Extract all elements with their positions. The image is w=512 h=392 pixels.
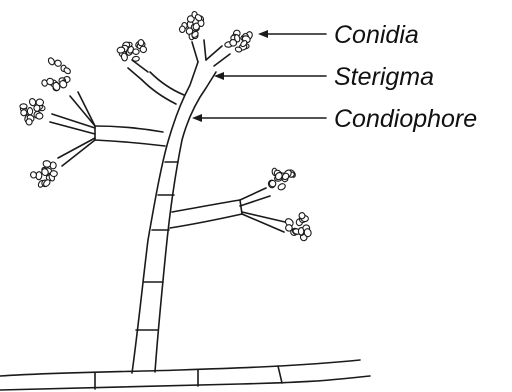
conidium-spore xyxy=(121,53,128,62)
label-arrows xyxy=(192,30,326,122)
conidium-spore xyxy=(299,212,306,219)
conidium-spore xyxy=(36,112,44,119)
conidium-spore xyxy=(50,171,57,177)
label-conidia: Conidia xyxy=(334,21,419,49)
conidiophore-arrow-head xyxy=(192,114,202,122)
conidium-spore xyxy=(298,228,304,236)
conidia-cluster xyxy=(224,29,253,53)
conidia-cluster xyxy=(284,212,312,242)
conidium-spore xyxy=(138,39,144,46)
conidia-cluster xyxy=(19,98,45,126)
conidium-spore xyxy=(285,224,292,231)
conidium-spore xyxy=(179,26,186,33)
conidium-spore xyxy=(277,183,286,192)
conidia-clusters xyxy=(19,11,312,242)
conidia-cluster xyxy=(41,57,71,92)
conidium-spore xyxy=(30,171,37,178)
label-conidiophore: Condiophore xyxy=(334,105,477,133)
conidia-cluster xyxy=(117,39,148,61)
conidium-spore xyxy=(20,104,27,109)
conidiophore-stalk xyxy=(132,62,216,373)
conidium-spore xyxy=(36,99,44,106)
conidium-spore xyxy=(132,56,139,62)
label-sterigma: Sterigma xyxy=(334,63,434,91)
conidium-spore xyxy=(117,47,125,54)
side-branches xyxy=(95,72,242,228)
conidium-spore xyxy=(27,107,33,114)
conidia-cluster xyxy=(30,160,58,188)
conidium-spore xyxy=(42,160,51,168)
conidia-arrow-head xyxy=(258,30,268,38)
conidia-cluster xyxy=(179,11,204,40)
hypha xyxy=(0,360,370,390)
conidia-cluster xyxy=(268,168,297,191)
sterigmata xyxy=(50,40,285,232)
